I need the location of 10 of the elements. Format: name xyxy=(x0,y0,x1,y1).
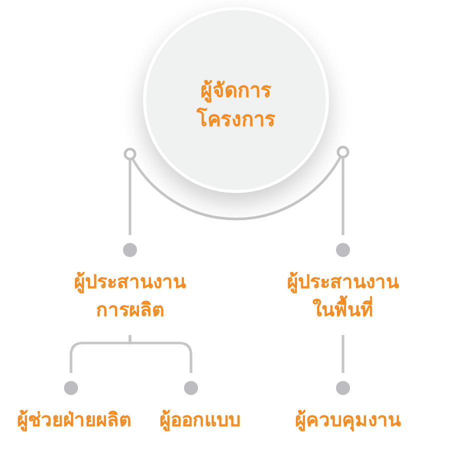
connector-line xyxy=(128,335,198,395)
node-title: ผู้จัดการโครงการ xyxy=(195,77,276,133)
connector-line xyxy=(336,335,350,395)
role-label: ผู้ประสานงานการผลิต xyxy=(73,268,187,324)
role-label: ผู้ควบคุมงาน xyxy=(295,406,401,434)
connector-line xyxy=(236,146,350,257)
role-label: ผู้ช่วยฝ่ายผลิต xyxy=(17,406,131,434)
connector-line xyxy=(123,148,236,257)
role-label: ผู้ออกแบบ xyxy=(160,406,240,434)
role-label: ผู้ประสานงานในพื้นที่ xyxy=(286,268,400,324)
